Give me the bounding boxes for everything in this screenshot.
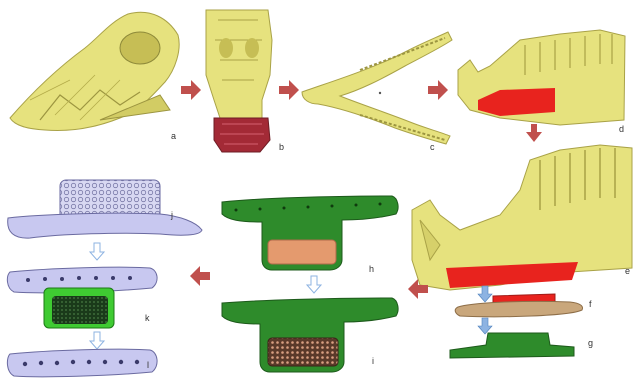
arrow-c-d [428, 80, 448, 100]
panel-l-plate [7, 349, 157, 377]
panel-label-a: a [171, 131, 176, 141]
arrow-f-g [478, 318, 492, 334]
panel-label-i: i [372, 356, 374, 366]
panel-a-skull [10, 12, 179, 130]
panel-d-hemimandible [458, 30, 625, 125]
arrow-d-e [526, 124, 542, 142]
panel-b-skull-ventral [206, 10, 272, 152]
panel-label-j: j [171, 210, 173, 220]
panel-label-k: k [145, 313, 150, 323]
arrow-a-b [181, 80, 201, 100]
arrow-i-k [190, 266, 210, 286]
panel-e-hemimandible-large [412, 145, 632, 290]
arrow-b-c [279, 80, 299, 100]
panel-f-implant-shapes [455, 294, 582, 317]
panel-k-implant-assembly [7, 267, 157, 328]
panel-label-b: b [279, 142, 284, 152]
panel-label-e: e [625, 266, 630, 276]
panel-h-implant-block [222, 196, 398, 270]
arrow-k-l [90, 332, 104, 349]
arrow-h-i [307, 276, 321, 293]
panel-label-c: c [430, 142, 435, 152]
panel-g-green-implant [450, 333, 574, 358]
panel-label-g: g [588, 338, 593, 348]
panel-label-l: l [147, 360, 149, 370]
arrow-j-k [90, 243, 104, 260]
panel-label-h: h [369, 264, 374, 274]
arrow-e-f [478, 286, 492, 302]
panel-label-d: d [619, 124, 624, 134]
panel-label-f: f [589, 299, 592, 309]
